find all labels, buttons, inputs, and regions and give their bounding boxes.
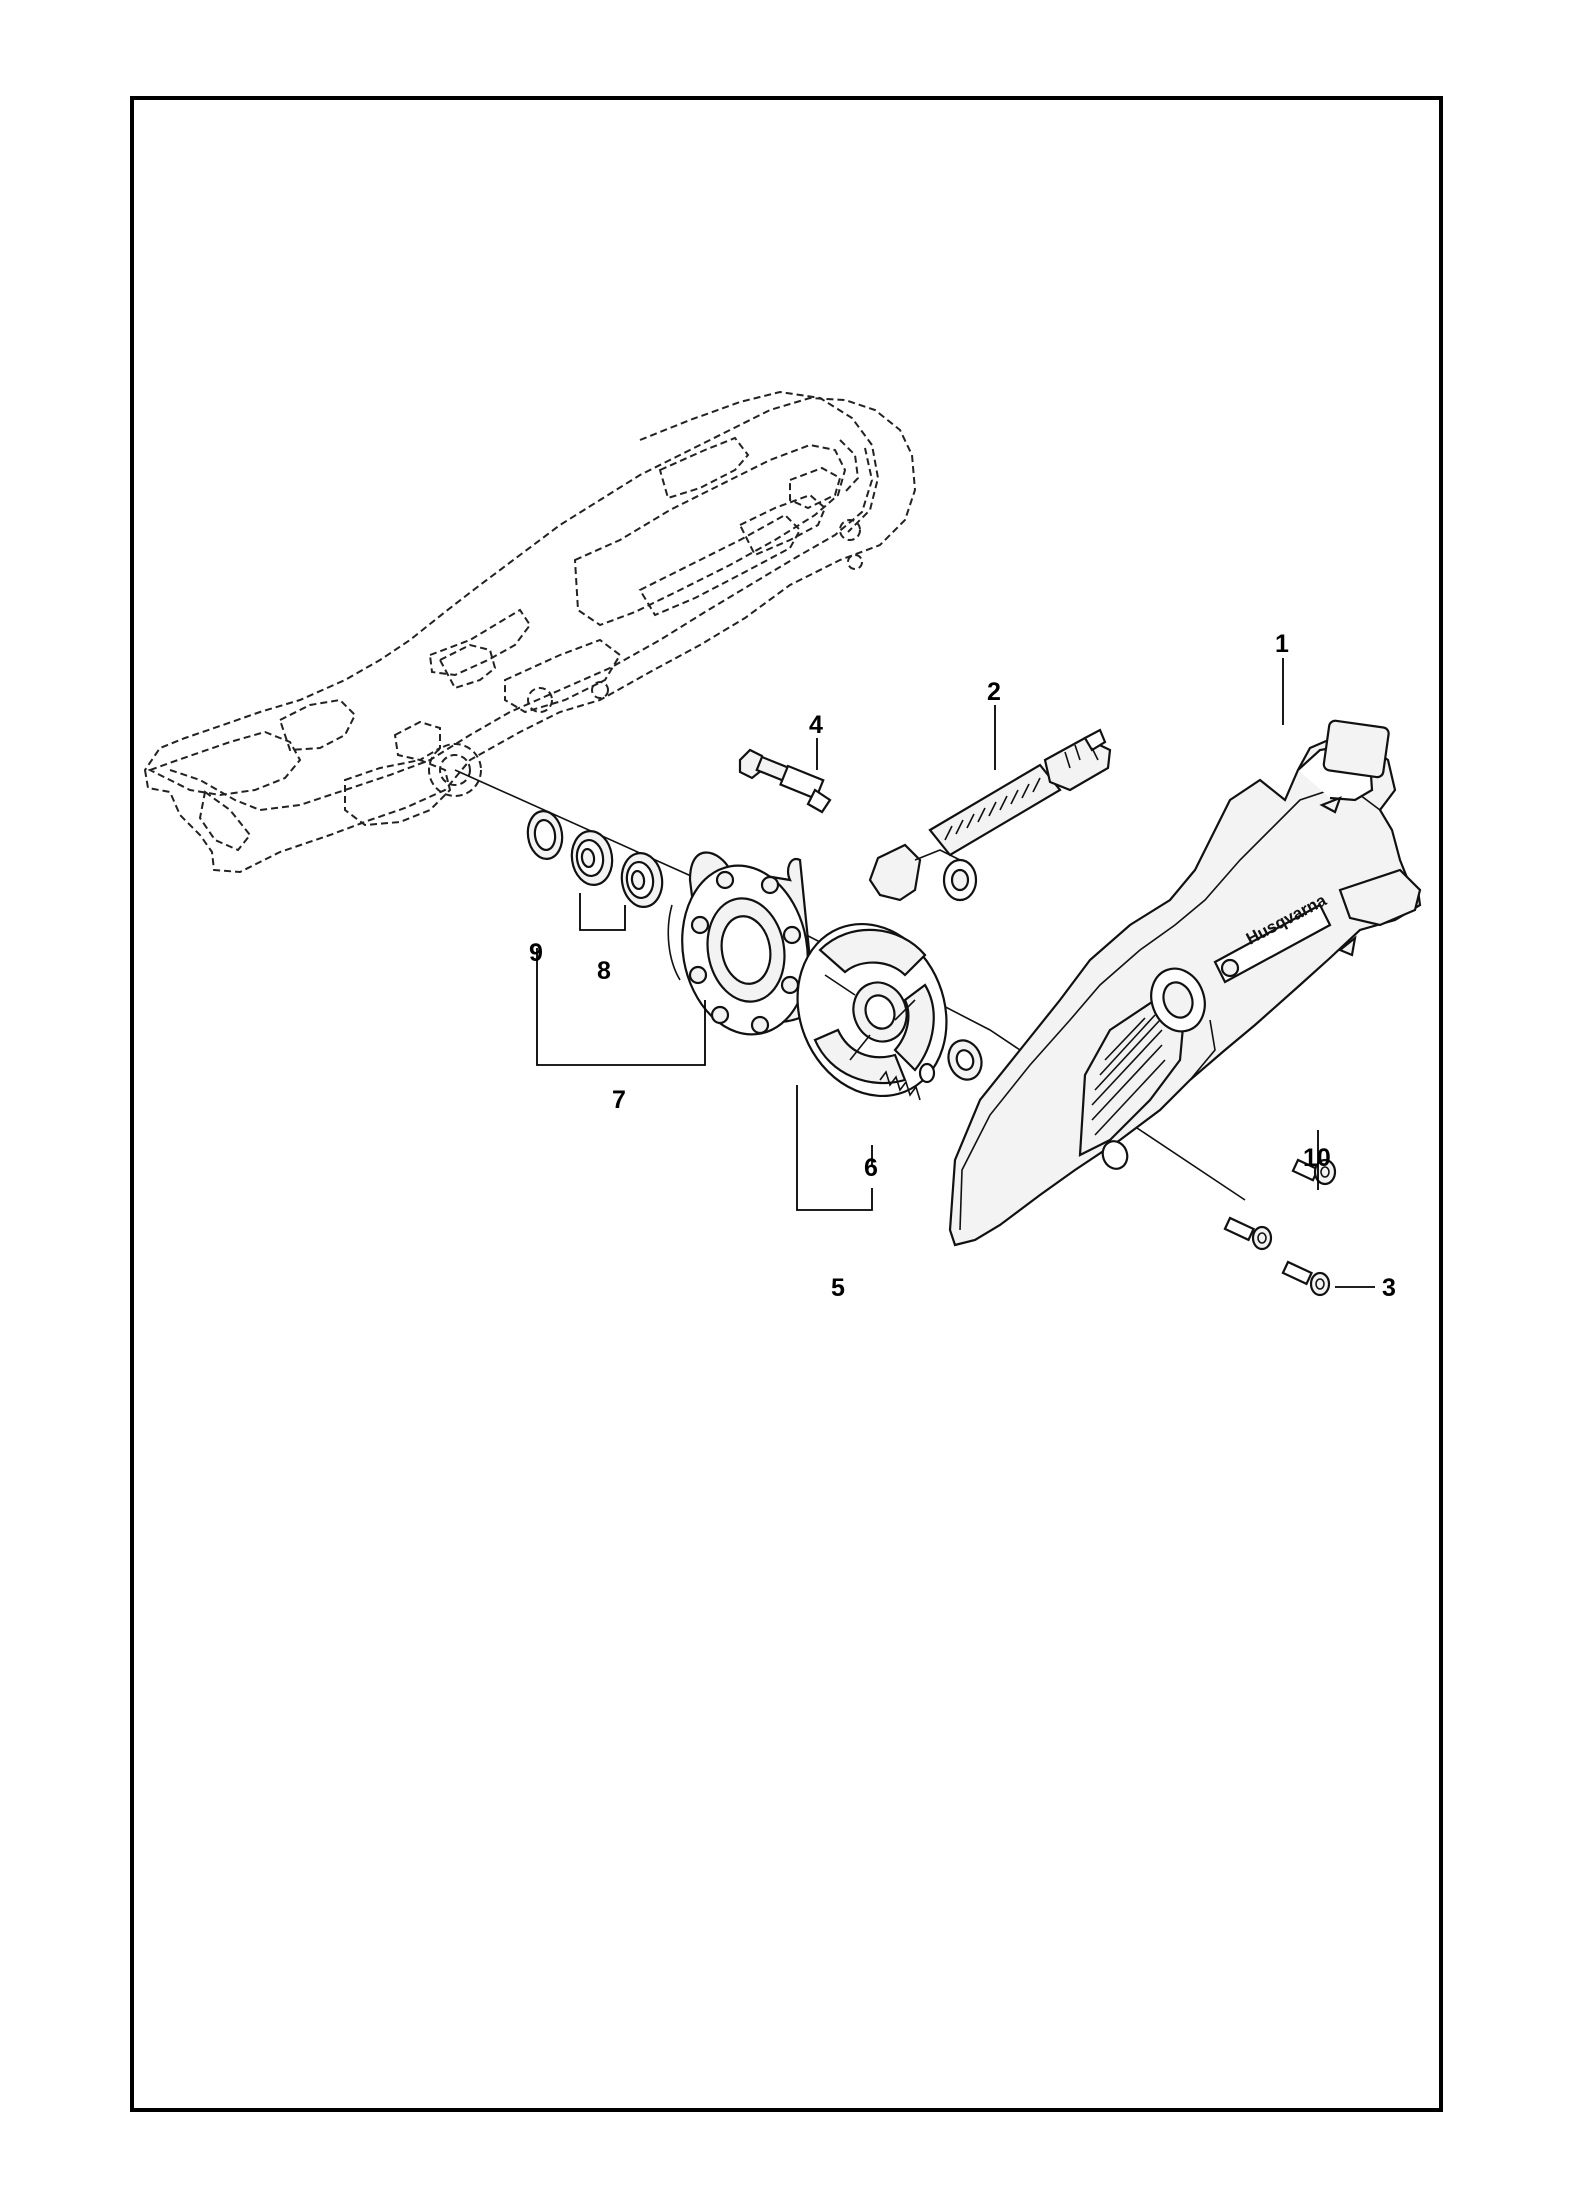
- cover-screw-10: [1291, 1158, 1337, 1186]
- callout-label-10: 10: [1303, 1144, 1331, 1172]
- ball-bearing-inner: [620, 852, 664, 908]
- seal-ring: [526, 810, 564, 860]
- chain-tensioner: [868, 728, 1112, 902]
- crankcase-ghost-outline: [143, 390, 917, 874]
- leader-lines: [536, 658, 1375, 1288]
- bar-stud: [738, 748, 832, 814]
- callout-label-1: 1: [1275, 630, 1289, 658]
- cover-screw-lower: [1281, 1260, 1331, 1297]
- ball-bearing-outer: [570, 830, 614, 886]
- callout-label-4: 4: [809, 711, 823, 739]
- clutch-drum: [667, 851, 817, 1036]
- clutch-spring: [879, 1062, 936, 1101]
- callout-label-5: 5: [831, 1274, 845, 1302]
- callout-label-8: 8: [597, 957, 611, 985]
- callout-label-9: 9: [529, 939, 543, 967]
- callout-label-2: 2: [987, 678, 1001, 706]
- clutch-cover: Husqvarna: [947, 719, 1422, 1247]
- page-frame: [130, 96, 1443, 2112]
- callout-label-6: 6: [864, 1154, 878, 1182]
- callout-label-7: 7: [612, 1086, 626, 1114]
- callout-label-3: 3: [1382, 1274, 1396, 1302]
- clutch-assembly: [796, 922, 948, 1098]
- cover-screw-upper: [1223, 1216, 1273, 1251]
